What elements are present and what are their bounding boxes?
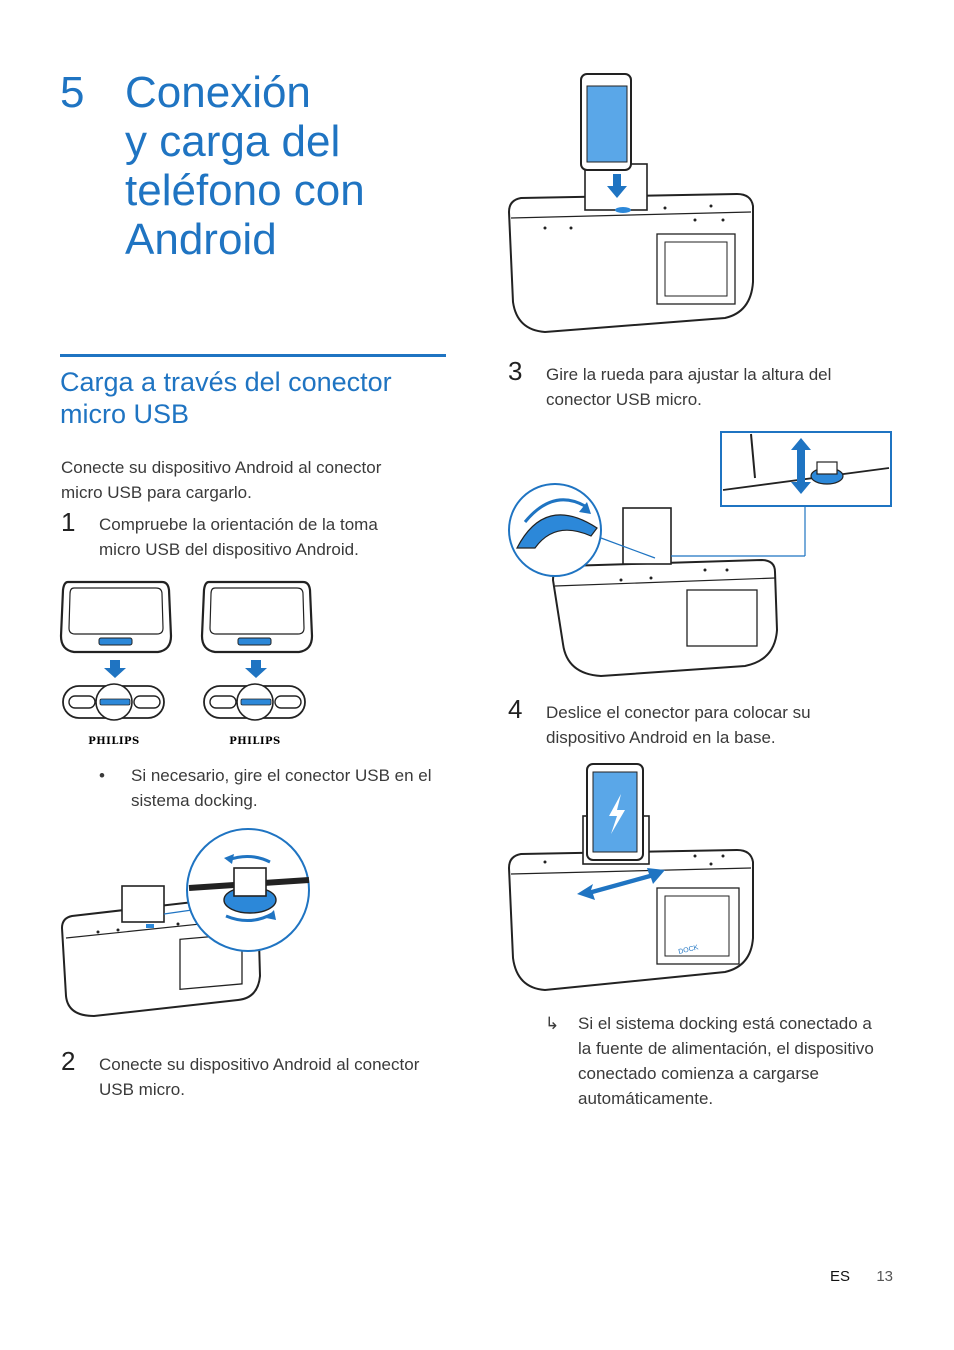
wheel-zoom-circle [508, 483, 602, 577]
step-2-number: 2 [61, 1046, 76, 1076]
slide-charge-figure: DOCK [507, 763, 754, 992]
up-down-arrow-icon [791, 438, 811, 494]
wheel-adjust-figure [508, 431, 892, 678]
chapter-number: 5 [60, 68, 85, 117]
rotate-arrow-icon [579, 502, 591, 514]
step-line: dispositivo Android en la base. [546, 728, 776, 747]
orientation-figure: PHILIPS PHILIPS [59, 580, 314, 747]
section-title: Carga a través del conector micro USB [60, 366, 450, 430]
arrow-down-icon [607, 174, 627, 198]
step-3-number: 3 [508, 356, 523, 386]
phone-bottom-left [59, 580, 173, 654]
step-line: micro USB del dispositivo Android. [99, 540, 359, 559]
phone [580, 73, 632, 171]
step-line: USB micro. [99, 1080, 185, 1099]
result-line: Si el sistema docking está conectado a [578, 1014, 872, 1033]
result-text: Si el sistema docking está conectado a l… [578, 1011, 908, 1111]
chapter-title: Conexión y carga del teléfono con Androi… [125, 68, 455, 264]
docking-speaker [507, 192, 754, 334]
bullet-text: Si necesario, gire el conector USB en el… [131, 763, 451, 813]
footer-page-number: 13 [876, 1268, 893, 1285]
connector-right [203, 683, 306, 721]
chapter-title-line: Conexión [125, 68, 311, 117]
result-line: conectado comienza a cargarse [578, 1064, 819, 1083]
step-4-number: 4 [508, 694, 523, 724]
arrow-down-icon [245, 660, 267, 678]
step-3-text: Gire la rueda para ajustar la altura del… [546, 362, 896, 412]
step-line: Deslice el conector para colocar su [546, 703, 811, 722]
footer-language: ES [829, 1268, 850, 1285]
brand-logo-right: PHILIPS [229, 736, 281, 747]
rotate-connector-figure [60, 828, 310, 1018]
step-line: Compruebe la orientación de la toma [99, 515, 378, 534]
intro-line: micro USB para cargarlo. [61, 483, 252, 502]
lightning-charge-icon [609, 794, 625, 834]
intro-paragraph: Conecte su dispositivo Android al conect… [61, 455, 451, 505]
step-4-text: Deslice el conector para colocar su disp… [546, 700, 896, 750]
connector-zoom-circle [186, 828, 310, 952]
chapter-title-line: y carga del [125, 117, 341, 166]
section-title-line: micro USB [60, 399, 190, 429]
chapter-title-line: Android [125, 215, 277, 264]
dock-label: DOCK [678, 944, 700, 956]
rotate-arrow-icon [224, 854, 234, 864]
result-line: automáticamente. [578, 1089, 714, 1108]
phone [586, 763, 644, 861]
bullet-marker: • [99, 766, 105, 785]
bullet-line: sistema docking. [131, 791, 258, 810]
brand-logo-left: PHILIPS [88, 736, 140, 747]
chapter-title-line: teléfono con [125, 166, 365, 215]
connect-phone-figure [507, 73, 754, 334]
intro-line: Conecte su dispositivo Android al conect… [61, 458, 382, 477]
bullet-line: Si necesario, gire el conector USB en el [131, 766, 432, 785]
left-right-arrow-icon [577, 868, 665, 900]
arrow-down-icon [104, 660, 126, 678]
step-line: conector USB micro. [546, 390, 702, 409]
phone-bottom-right [200, 580, 314, 654]
step-line: Gire la rueda para ajustar la altura del [546, 365, 832, 384]
section-rule [60, 354, 446, 357]
docking-speaker: DOCK [507, 848, 754, 992]
section-title-line: Carga a través del conector [60, 367, 392, 397]
connector-left [62, 683, 165, 721]
step-1-text: Compruebe la orientación de la toma micr… [99, 512, 449, 562]
height-zoom-box [720, 431, 892, 507]
step-line: Conecte su dispositivo Android al conect… [99, 1055, 420, 1074]
step-2-text: Conecte su dispositivo Android al conect… [99, 1052, 454, 1102]
step-1-number: 1 [61, 507, 76, 537]
result-marker: ↳ [545, 1014, 560, 1033]
result-line: la fuente de alimentación, el dispositiv… [578, 1039, 874, 1058]
